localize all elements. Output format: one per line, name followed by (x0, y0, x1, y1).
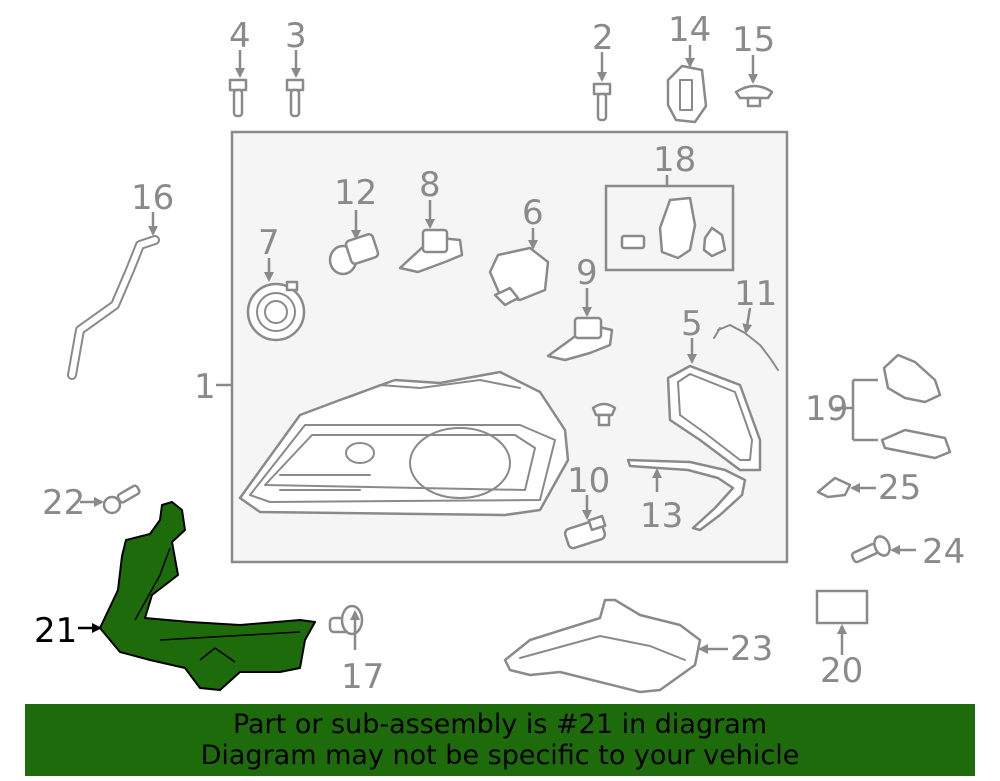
callout-18: 18 (653, 140, 696, 180)
banner-line-1: Part or sub-assembly is #21 in diagram (232, 709, 768, 740)
part-25-clip[interactable] (816, 476, 852, 499)
part-21-bracket-highlighted[interactable] (99, 501, 316, 691)
callout-5: 5 (681, 304, 703, 344)
part-7-socket[interactable] (246, 280, 306, 342)
callout-10: 10 (567, 461, 610, 501)
part-19-bracket-upper[interactable] (882, 353, 942, 404)
part-2-bolt[interactable] (592, 82, 612, 122)
part-19-bracket-lower[interactable] (880, 428, 952, 460)
part-5-cover[interactable] (666, 364, 762, 472)
callout-25: 25 (878, 468, 921, 508)
part-20-label[interactable] (815, 589, 869, 625)
callout-19: 19 (805, 389, 848, 429)
plug-icon (591, 402, 617, 427)
callout-7: 7 (258, 223, 280, 263)
callout-16: 16 (131, 178, 174, 218)
banner-line-2: Diagram may not be specific to your vehi… (200, 740, 800, 771)
part-8-bulb[interactable] (398, 228, 464, 274)
callout-3: 3 (285, 16, 307, 56)
callout-23: 23 (730, 629, 773, 669)
callout-labels: 1 2 3 4 5 6 7 8 9 10 11 12 13 14 15 16 1… (34, 10, 965, 697)
part-14-connector[interactable] (666, 64, 708, 124)
callout-15: 15 (732, 20, 775, 60)
part-15-grommet[interactable] (734, 84, 774, 108)
part-3-bolt[interactable] (285, 78, 305, 118)
part-4-bolt[interactable] (228, 78, 248, 118)
part-22-bolt[interactable] (102, 484, 141, 515)
part-11-clip[interactable] (713, 324, 779, 371)
part-18-box[interactable] (604, 184, 735, 272)
headlamp-housing[interactable] (238, 370, 570, 517)
part-6-module[interactable] (488, 246, 550, 307)
callout-20: 20 (820, 651, 863, 691)
callout-13: 13 (640, 496, 683, 536)
callout-22: 22 (42, 483, 85, 523)
callout-17: 17 (341, 657, 384, 697)
part-9-bulb[interactable] (546, 316, 614, 362)
callout-21: 21 (34, 611, 77, 651)
part-18-bracket[interactable] (620, 196, 727, 260)
callout-24: 24 (922, 532, 965, 572)
callout-14: 14 (668, 10, 711, 50)
part-24-screw[interactable] (850, 534, 892, 564)
part-23-shield[interactable] (503, 598, 702, 694)
callout-2: 2 (592, 18, 614, 58)
callout-8: 8 (419, 165, 441, 205)
callout-11: 11 (734, 274, 777, 314)
callout-1: 1 (194, 367, 216, 407)
callout-19-bracket-line (835, 378, 878, 442)
leader-lines (78, 45, 916, 655)
callout-4: 4 (229, 16, 251, 56)
callout-9: 9 (576, 253, 598, 293)
callout-6: 6 (522, 193, 544, 233)
part-16-hose[interactable] (67, 235, 160, 380)
callout-12: 12 (334, 173, 377, 213)
info-banner: Part or sub-assembly is #21 in diagram D… (25, 704, 975, 776)
part-13-seal[interactable] (626, 458, 747, 532)
part-10-bulb[interactable] (563, 514, 607, 550)
part-12-bulb[interactable] (328, 233, 380, 276)
part-17-clip[interactable] (328, 604, 364, 636)
